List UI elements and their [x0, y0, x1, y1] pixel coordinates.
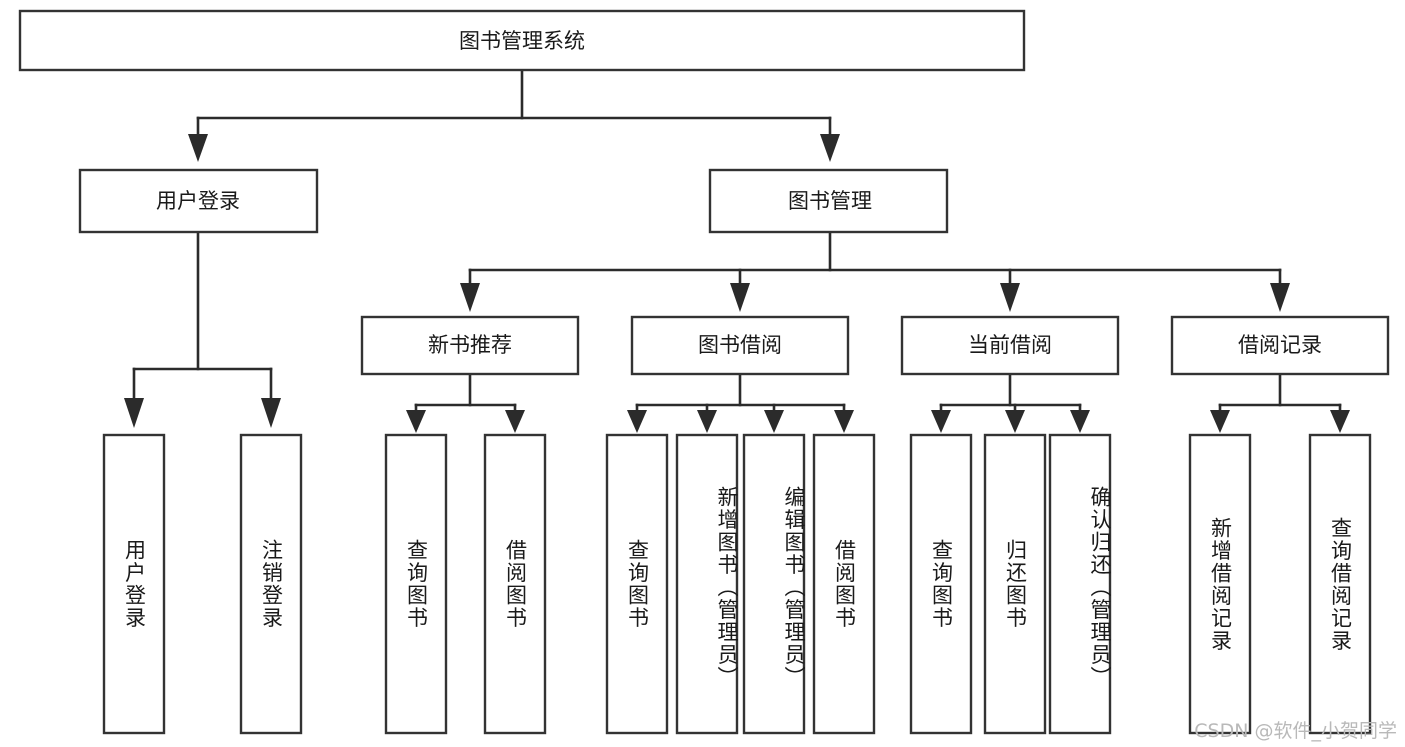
- node-root-system[interactable]: 图书管理系统: [18, 9, 1026, 72]
- arrowhead-leaf-confirm-return: [1070, 410, 1090, 433]
- leaf-label-return-book: 归还图书: [1003, 539, 1028, 629]
- connector-group-book-borrow: [627, 372, 854, 433]
- arrowhead-leaf-query-book-b: [627, 410, 647, 433]
- leaf-label-user-login: 用户登录: [122, 539, 147, 629]
- leaf-label-add-book: 新增图书（管理员）: [715, 485, 739, 689]
- node-new-book-recommend-label: 新书推荐: [428, 333, 512, 357]
- node-new-book-recommend[interactable]: 新书推荐: [360, 315, 580, 376]
- arrowhead-book-mgmt: [820, 134, 840, 162]
- node-current-borrow-label: 当前借阅: [968, 333, 1052, 357]
- leaf-label-query-book-a: 查询图书: [404, 539, 429, 629]
- node-book-borrow[interactable]: 图书借阅: [630, 315, 850, 376]
- leaf-box-borrow-book-b[interactable]: [812, 433, 876, 735]
- node-book-management-box[interactable]: [708, 168, 949, 234]
- arrowhead-leaf-borrow-book-a: [505, 410, 525, 433]
- leaf-box-query-record[interactable]: [1308, 433, 1372, 735]
- connector-group-root: [188, 68, 840, 162]
- arrowhead-leaf-return-book: [1005, 410, 1025, 433]
- arrowhead-leaf-query-record: [1330, 410, 1350, 433]
- node-user-login-label: 用户登录: [156, 189, 240, 213]
- node-borrow-records[interactable]: 借阅记录: [1170, 315, 1390, 376]
- leaf-label-add-record: 新增借阅记录: [1208, 516, 1233, 652]
- leaf-label-borrow-book-a: 借阅图书: [503, 539, 528, 629]
- leaf-label-confirm-return: 确认归还（管理员）: [1088, 485, 1112, 689]
- arrowhead-leaf-user-login: [124, 398, 144, 428]
- connector-group-current-borrow: [931, 372, 1090, 433]
- leaf-label-borrow-book-b: 借阅图书: [832, 539, 857, 629]
- arrowhead-leaf-logout-login: [261, 398, 281, 428]
- arrowhead-leaf-edit-book: [764, 410, 784, 433]
- leaf-box-add-record[interactable]: [1188, 433, 1252, 735]
- node-new-book-recommend-box[interactable]: [360, 315, 580, 376]
- arrowhead-leaf-borrow-book-b: [834, 410, 854, 433]
- node-user-login-box[interactable]: [78, 168, 319, 234]
- arrowhead-leaf-add-book: [697, 410, 717, 433]
- leaf-box-borrow-book-a[interactable]: [483, 433, 547, 735]
- leaf-box-query-book-a[interactable]: [384, 433, 448, 735]
- arrowhead-current-borrow: [1000, 283, 1020, 312]
- csdn-watermark: CSDN @软件_小贺同学: [1194, 720, 1397, 742]
- arrowhead-book-borrow: [730, 283, 750, 312]
- leaf-box-logout-login[interactable]: [239, 433, 303, 735]
- connector-group-new-book-recommend: [406, 372, 525, 433]
- leaf-label-query-book-b: 查询图书: [625, 539, 650, 629]
- arrowhead-leaf-query-book-c: [931, 410, 951, 433]
- leaf-label-query-record: 查询借阅记录: [1328, 516, 1353, 652]
- leaf-box-edit-book[interactable]: [742, 433, 806, 735]
- leaf-box-query-book-b[interactable]: [605, 433, 669, 735]
- leaf-label-edit-book: 编辑图书（管理员）: [782, 485, 806, 689]
- leaf-box-user-login[interactable]: [102, 433, 166, 735]
- leaf-box-return-book[interactable]: [983, 433, 1047, 735]
- connector-group-book-mgmt: [460, 230, 1290, 312]
- node-current-borrow-box[interactable]: [900, 315, 1120, 376]
- node-current-borrow[interactable]: 当前借阅: [900, 315, 1120, 376]
- leaf-label-logout-login: 注销登录: [259, 539, 284, 629]
- node-user-login[interactable]: 用户登录: [78, 168, 319, 234]
- connector-group-borrow-records: [1210, 372, 1350, 433]
- node-root-system-label: 图书管理系统: [459, 29, 585, 53]
- node-borrow-records-box[interactable]: [1170, 315, 1390, 376]
- node-borrow-records-label: 借阅记录: [1238, 333, 1322, 357]
- node-book-borrow-label: 图书借阅: [698, 333, 782, 357]
- node-root-system-box[interactable]: [18, 9, 1026, 72]
- node-book-management[interactable]: 图书管理: [708, 168, 949, 234]
- leaf-label-query-book-c: 查询图书: [929, 539, 954, 629]
- leaf-box-query-book-c[interactable]: [909, 433, 973, 735]
- arrowhead-leaf-add-record: [1210, 410, 1230, 433]
- arrowhead-leaf-query-book-a: [406, 410, 426, 433]
- arrowhead-user-login: [188, 134, 208, 162]
- leaf-box-group: [102, 433, 1372, 735]
- node-book-management-label: 图书管理: [788, 189, 872, 213]
- leaf-box-confirm-return[interactable]: [1048, 433, 1112, 735]
- leaf-box-add-book[interactable]: [675, 433, 739, 735]
- arrowhead-new-book-recommend: [460, 283, 480, 312]
- arrowhead-borrow-records: [1270, 283, 1290, 312]
- node-book-borrow-box[interactable]: [630, 315, 850, 376]
- connector-group-user-login: [124, 230, 281, 428]
